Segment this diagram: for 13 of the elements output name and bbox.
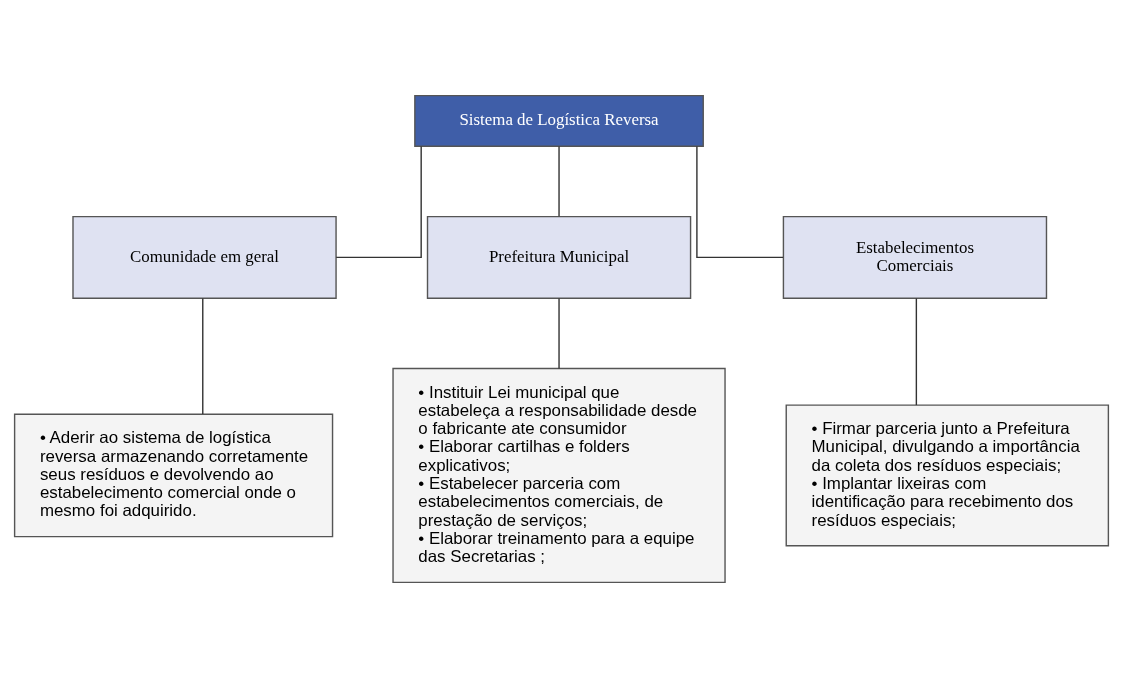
- node-box: Sistema de Logística Reversa: [414, 94, 704, 147]
- node-box: • Instituir Lei municipal que estabeleça a responsabilidade desde o fabricante ate consumidor • Elaborar cartilhas e folders explicativos; • Estabelecer parceria com estabelecimentos comerciais, de prestação de serviços; • Elaborar treinamento para a equipe das Secretarias ;: [392, 367, 726, 583]
- node-box: • Firmar parceria junto a Prefeitura Municipal, divulgando a importância da coleta dos resíduos especiais; • Implantar lixeiras com identificação para recebimento dos resíduos especiais;: [785, 403, 1110, 546]
- node-box: Prefeitura Municipal: [426, 215, 692, 299]
- connector: [915, 297, 918, 406]
- connector: [558, 297, 560, 369]
- connector: [558, 145, 560, 217]
- connector: [335, 145, 422, 258]
- node-box: Estabelecimentos Comerciais: [782, 215, 1048, 299]
- connector: [696, 145, 784, 258]
- node-box: • Aderir ao sistema de logística reversa armazenando corretamente seus resíduos e devolvendo ao estabelecimento comercial onde o mesmo foi adquirido.: [13, 413, 334, 537]
- node-box: Comunidade em geral: [72, 215, 337, 299]
- connector: [202, 297, 204, 415]
